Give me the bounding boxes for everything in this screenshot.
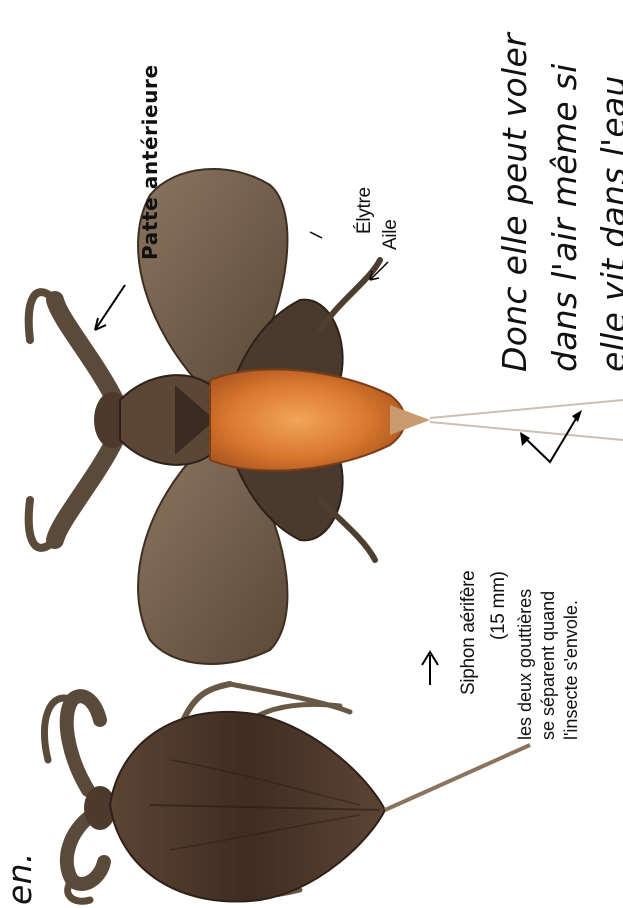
siphon-size-label: (15 mm) [488,571,510,640]
caption-line3: elle vit dans l'eau [594,75,623,372]
fragment-text: en. [0,852,39,905]
abdomen [210,369,405,470]
front-leg-label: Patte antérieure [138,64,162,260]
siphon-label: Siphon aérifère [458,571,480,695]
resting-front-leg-left [67,696,100,790]
gutter-label-line1: les deux gouttières [515,589,536,740]
gutter-pointer [525,412,580,462]
gutter-label-line3: l'insecte s'envole. [561,600,582,740]
gutter-label-line2: se séparent quand [538,591,559,740]
elytra-label: Élytre [354,187,376,234]
caption-line2: dans l'air même si [545,63,584,372]
wing-label: Aile [380,220,402,250]
front-leg-pointer [95,285,125,330]
elytra-pointer [310,232,322,238]
caption-line1: Donc elle peut voler [495,33,534,372]
